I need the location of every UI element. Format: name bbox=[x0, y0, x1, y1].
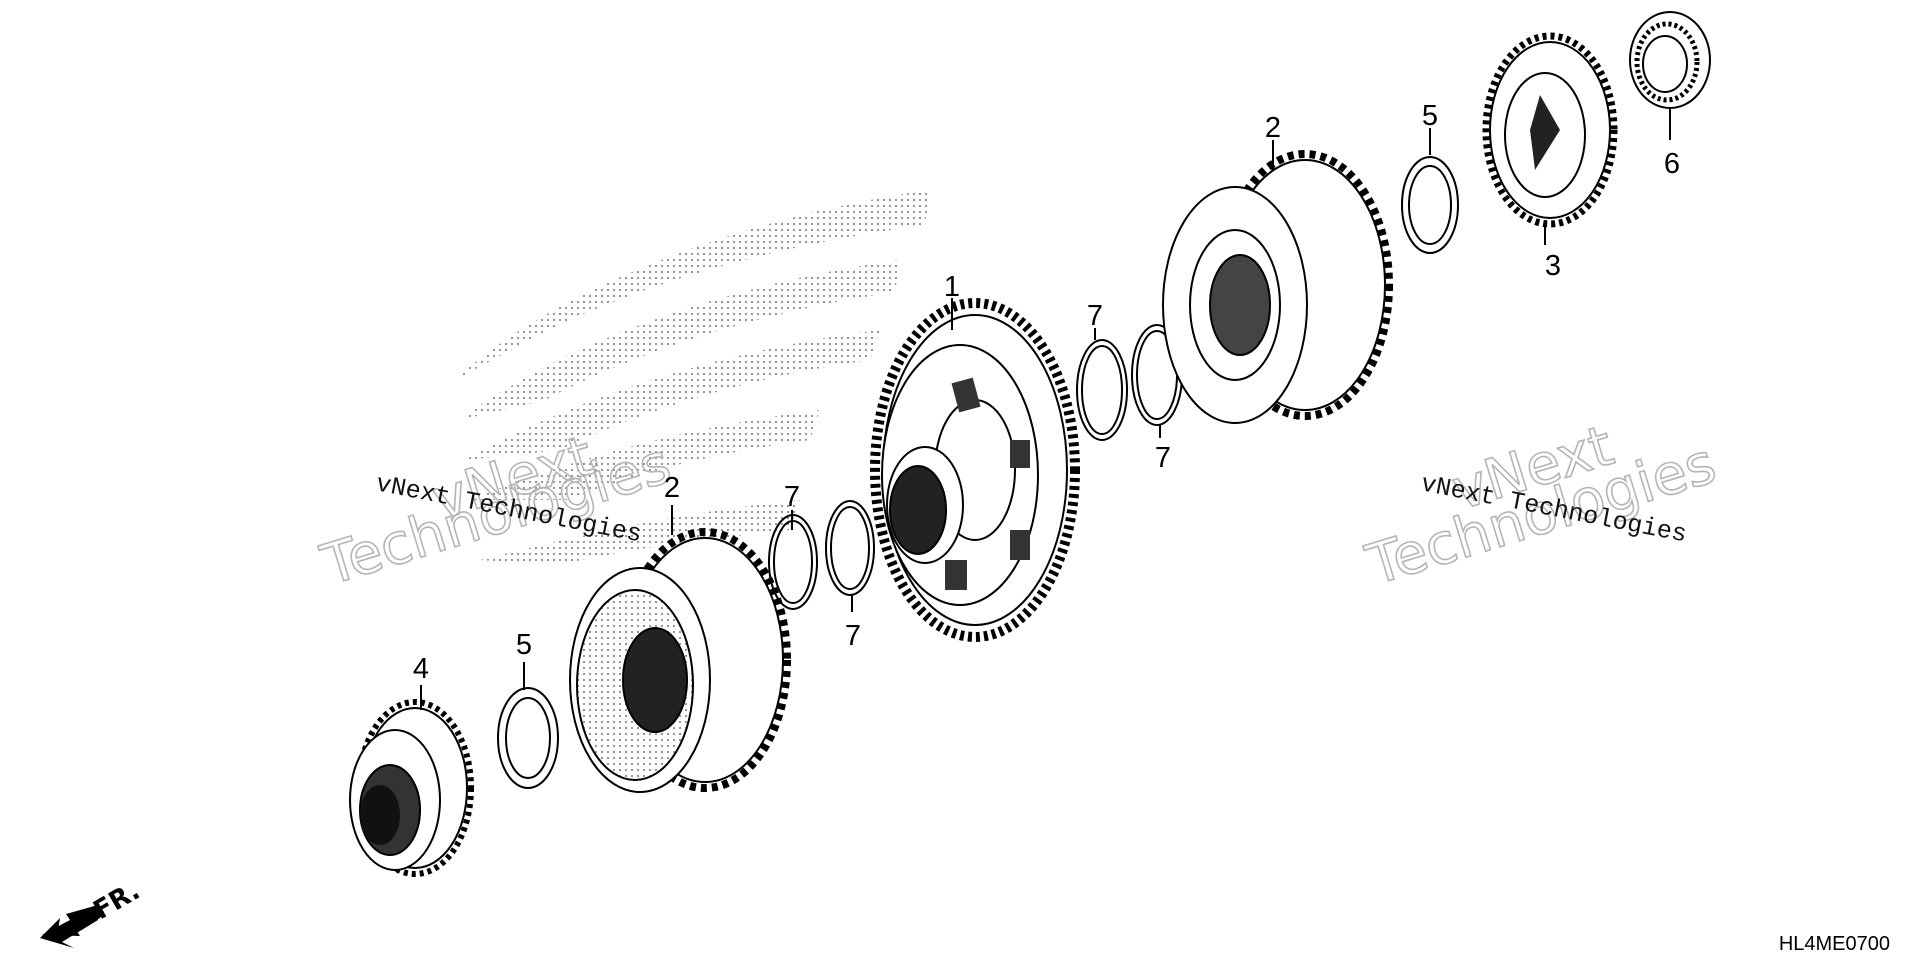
callout-7-c: 7 bbox=[1087, 300, 1103, 332]
callout-5-right: 5 bbox=[1422, 100, 1438, 132]
part-6-bearing bbox=[1629, 11, 1711, 109]
front-arrow-icon bbox=[40, 905, 104, 948]
callout-2-left: 2 bbox=[664, 472, 680, 504]
diagram-code: HL4ME0700 bbox=[1779, 933, 1890, 955]
part-1-large-gear bbox=[870, 298, 1080, 642]
callout-7-b: 7 bbox=[845, 620, 861, 652]
callout-1: 1 bbox=[944, 271, 960, 303]
part-3-gear bbox=[1482, 32, 1618, 228]
callout-7-a: 7 bbox=[784, 481, 800, 513]
stippled-wing-logo bbox=[455, 190, 930, 565]
watermark-right: vNext Technologies vNext Technologies bbox=[1358, 413, 1724, 600]
callout-5-left: 5 bbox=[516, 629, 532, 661]
part-4-gear bbox=[349, 699, 474, 877]
callout-4: 4 bbox=[413, 653, 429, 685]
part-5-washer-left bbox=[497, 687, 559, 789]
part-2-drum-left bbox=[569, 528, 791, 793]
part-2-drum-right bbox=[1162, 150, 1393, 424]
leader-lines bbox=[420, 108, 1671, 710]
callout-7-d: 7 bbox=[1155, 442, 1171, 474]
part-7-ring-b bbox=[825, 500, 875, 596]
part-5-washer-right bbox=[1401, 156, 1459, 254]
part-7-ring-c bbox=[1076, 339, 1128, 441]
callout-3: 3 bbox=[1545, 250, 1561, 282]
callout-2-right: 2 bbox=[1265, 112, 1281, 144]
callout-6: 6 bbox=[1664, 148, 1680, 180]
